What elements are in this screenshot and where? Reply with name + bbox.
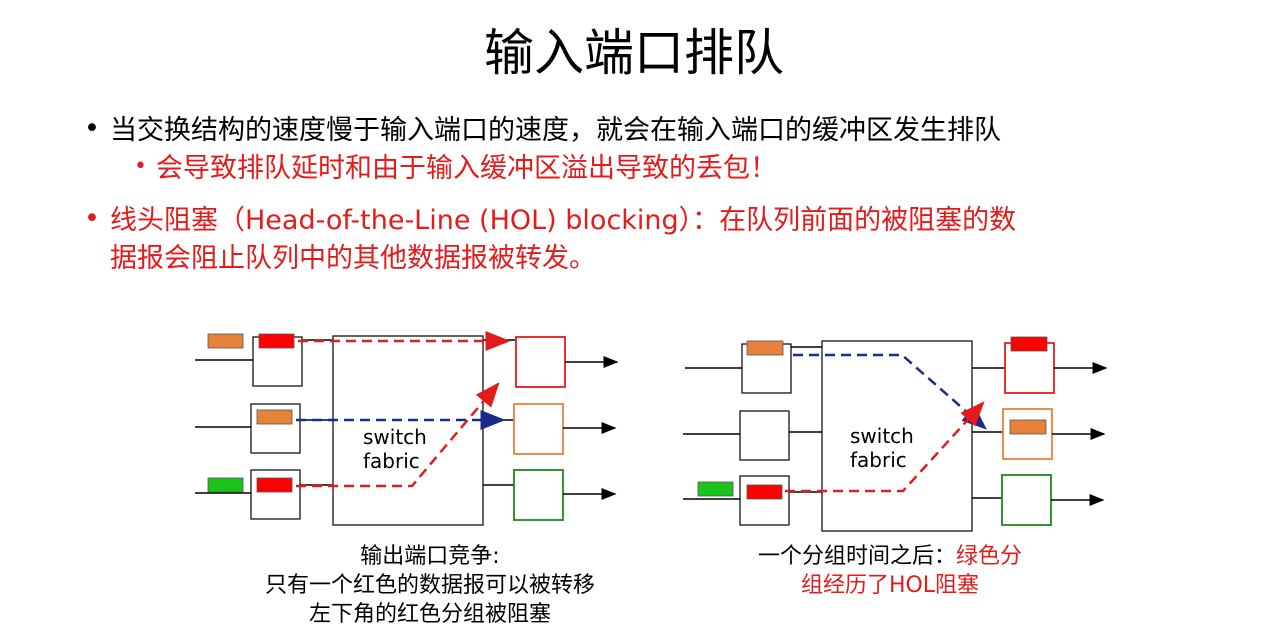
caption-line: 一个分组时间之后：绿色分 <box>700 542 1080 571</box>
switch-fabric-box <box>821 340 973 532</box>
input-port-box <box>250 469 301 520</box>
sub-bullet-text: 会导致排队延时和由于输入缓冲区溢出导致的丢包！ <box>156 153 777 184</box>
bullet-hol-blocking: • 线头阻塞（Head-of-the-Line (HOL) blocking）：… <box>84 202 1017 278</box>
caption-text-highlight: 绿色分 <box>956 544 1023 569</box>
packet-green <box>697 481 734 497</box>
output-port-green <box>513 469 564 521</box>
fabric-label: fabric <box>363 449 420 473</box>
bullet-input-queuing: • 当交换结构的速度慢于输入端口的速度，就会在输入端口的缓冲区发生排队 <box>84 112 1001 150</box>
packet-red <box>256 477 293 493</box>
output-port-orange <box>513 403 564 455</box>
red-path-blocked <box>296 382 500 488</box>
sub-bullet-loss: • 会导致排队延时和由于输入缓冲区溢出导致的丢包！ <box>134 150 777 188</box>
packet-red <box>1010 336 1048 352</box>
caption-line: 左下角的红色分组被阻塞 <box>308 602 551 627</box>
fabric-label: switch <box>850 424 914 448</box>
red-path-blocked <box>785 401 985 493</box>
input-port-box <box>739 475 790 526</box>
caption-right: 一个分组时间之后：绿色分 组经历了HOL阻塞 <box>700 542 1080 600</box>
packet-orange <box>746 340 784 356</box>
caption-line: 只有一个红色的数据报可以被转移 <box>264 573 595 598</box>
fabric-label: switch <box>363 425 427 449</box>
switch-fabric-box <box>332 335 484 526</box>
fabric-label: fabric <box>850 448 907 472</box>
packet-green <box>207 477 244 493</box>
packet-orange <box>207 333 244 349</box>
packet-orange <box>256 409 293 425</box>
caption-left: 输出端口竞争: 只有一个红色的数据报可以被转移 左下角的红色分组被阻塞 <box>200 542 660 629</box>
bullet-dot-icon: • <box>134 154 147 179</box>
bullet-text-line2: 据报会阻止队列中的其他数据报被转发。 <box>110 243 596 274</box>
bullet-text: 当交换结构的速度慢于输入端口的速度，就会在输入端口的缓冲区发生排队 <box>110 115 1001 146</box>
input-port-box <box>739 410 790 461</box>
bullet-text-line1: 线头阻塞（Head-of-the-Line (HOL) blocking）：在队… <box>110 205 1017 236</box>
bullet-dot-icon: • <box>84 113 100 144</box>
caption-text: 一个分组时间之后： <box>757 544 956 569</box>
bullet-dot-icon: • <box>84 203 100 234</box>
caption-line: 输出端口竞争: <box>360 544 500 569</box>
output-port-red <box>515 336 566 388</box>
page-title: 输入端口排队 <box>484 24 784 82</box>
packet-orange <box>1009 419 1047 435</box>
caption-line-highlight: 组经历了HOL阻塞 <box>800 573 980 598</box>
output-port-green <box>1001 474 1052 526</box>
blue-path <box>793 353 987 430</box>
diagram-left: switch fabric <box>195 331 619 526</box>
diagram-right: switch fabric <box>683 336 1108 532</box>
packet-red <box>258 333 295 349</box>
packet-red <box>746 484 783 500</box>
